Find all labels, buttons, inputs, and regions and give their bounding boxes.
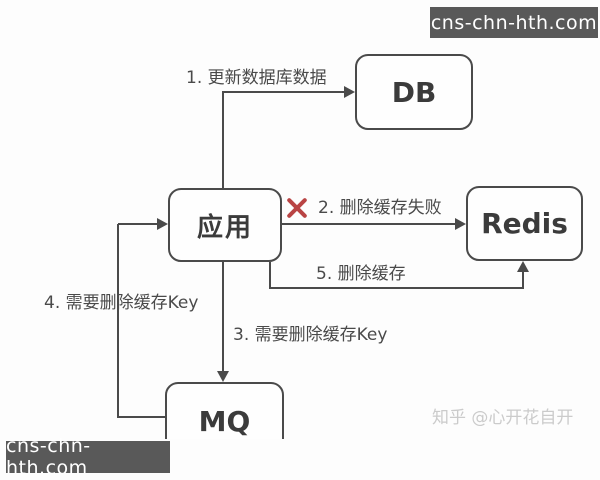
node-redis: Redis: [466, 186, 583, 261]
edge2-arrowhead-right-icon: [455, 218, 466, 230]
fail-x-icon: [286, 197, 308, 219]
edge1-arrowhead-right-icon: [344, 86, 355, 98]
watermark-bottom-left: cns-chn-hth.com: [6, 435, 170, 479]
node-db-label: DB: [391, 75, 437, 109]
edge5-right-vertical-line: [522, 272, 524, 288]
watermark-top-right-text: cns-chn-hth.com: [430, 11, 598, 34]
zhihu-credit-watermark: 知乎 @心开花自开: [432, 408, 574, 428]
edge4-label: 4. 需要删除缓存Key: [44, 293, 199, 313]
node-mq-label: MQ: [198, 404, 251, 438]
edge1-label: 1. 更新数据库数据: [186, 68, 327, 88]
edge4-top-line: [118, 223, 158, 225]
node-mq: MQ: [165, 382, 284, 439]
edge3-arrowhead-down-icon: [217, 371, 229, 382]
edge1-vertical-line: [222, 92, 224, 188]
edge5-horizontal-line: [269, 287, 524, 289]
watermark-top-right: cns-chn-hth.com: [430, 7, 598, 38]
node-db: DB: [355, 54, 473, 130]
edge3-label: 3. 需要删除缓存Key: [233, 325, 388, 345]
watermark-bottom-left-text: cns-chn-hth.com: [6, 435, 91, 479]
edge2-horizontal-line: [282, 223, 456, 225]
edge4-arrowhead-right-icon: [157, 218, 168, 230]
edge5-arrowhead-up-icon: [517, 261, 529, 272]
edge5-label: 5. 删除缓存: [316, 264, 406, 284]
node-application: 应用: [168, 188, 282, 262]
edge3-vertical-line: [222, 262, 224, 372]
edge4-bottom-line: [118, 416, 165, 418]
edge2-label: 2. 删除缓存失败: [318, 198, 442, 218]
edge1-horizontal-line: [222, 91, 345, 93]
node-application-label: 应用: [196, 212, 253, 243]
node-redis-label: Redis: [481, 207, 568, 240]
node-mq-clip: MQ: [165, 382, 284, 439]
edge5-left-vertical-line: [269, 262, 271, 289]
edge4-vertical-line: [117, 224, 119, 418]
